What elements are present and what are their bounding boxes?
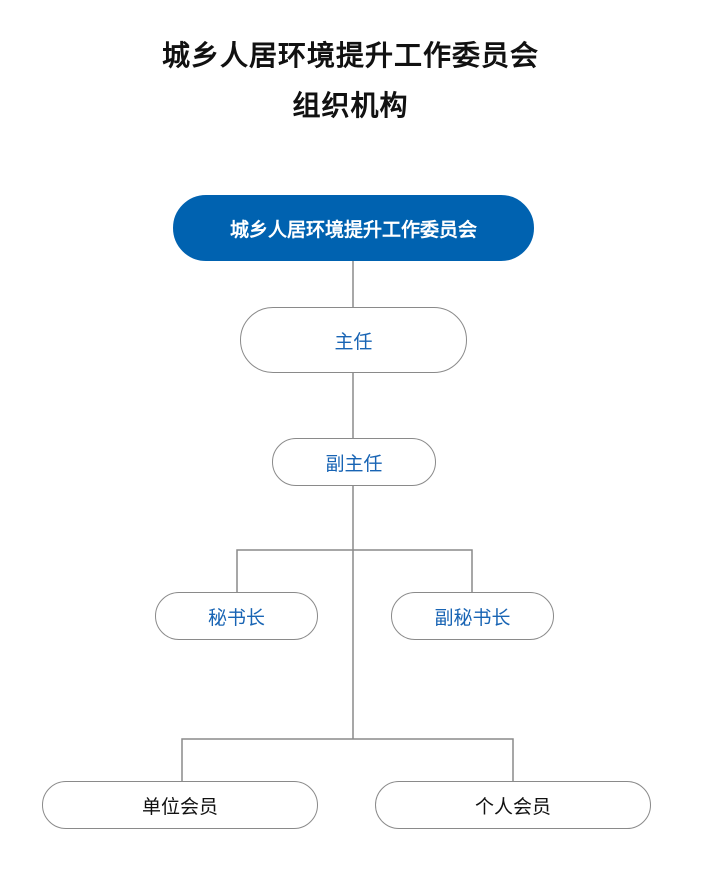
node-secretary-general: 秘书长 <box>155 592 318 640</box>
node-label: 秘书长 <box>207 606 265 629</box>
node-label: 主任 <box>334 330 373 353</box>
node-deputy-secretary-general: 副秘书长 <box>391 592 554 640</box>
node-label: 个人会员 <box>474 795 551 818</box>
node-individual-members: 个人会员 <box>375 781 651 829</box>
page-title-line1: 城乡人居环境提升工作委员会 <box>161 39 539 72</box>
connector-secretaries <box>236 549 473 592</box>
node-label: 城乡人居环境提升工作委员会 <box>229 218 477 241</box>
node-label: 单位会员 <box>141 795 218 818</box>
node-deputy-director: 副主任 <box>272 438 436 486</box>
page-title-line2: 组织机构 <box>292 89 409 122</box>
node-unit-members: 单位会员 <box>42 781 318 829</box>
connector-members <box>181 738 514 781</box>
node-label: 副主任 <box>325 452 383 475</box>
node-label: 副秘书长 <box>434 606 511 629</box>
node-director: 主任 <box>240 307 467 373</box>
node-committee: 城乡人居环境提升工作委员会 <box>173 195 534 261</box>
